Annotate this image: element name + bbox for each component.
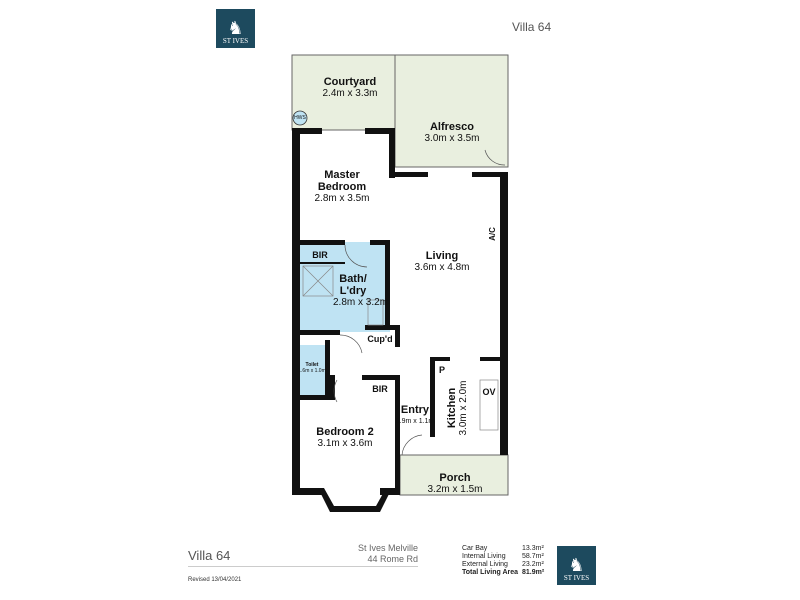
footer-divider xyxy=(188,566,418,567)
logo: ♞ ST IVES xyxy=(216,9,255,48)
footer-logo: ♞ ST IVES xyxy=(557,546,596,585)
hws-label: HWS xyxy=(294,115,306,121)
fixtures-outline xyxy=(302,265,499,431)
bir-label-2: BIR xyxy=(372,384,388,394)
walls xyxy=(292,128,508,512)
ac-label: A/C xyxy=(487,227,497,241)
knight-icon: ♞ xyxy=(568,555,585,575)
footer-title: Villa 64 xyxy=(188,548,231,563)
page-title: Villa 64 xyxy=(512,20,552,34)
door-swings xyxy=(333,149,506,456)
knight-icon: ♞ xyxy=(227,18,244,38)
oven-label: OV xyxy=(482,387,496,397)
revised-date: Revised 13/04/2021 xyxy=(188,577,242,583)
bir-label-1: BIR xyxy=(312,250,328,260)
alfresco-area xyxy=(394,54,509,168)
cupboard-label: Cup'd xyxy=(367,334,393,344)
bath-area xyxy=(300,242,390,332)
porch-area xyxy=(399,454,509,496)
pantry-label: P xyxy=(438,365,446,375)
